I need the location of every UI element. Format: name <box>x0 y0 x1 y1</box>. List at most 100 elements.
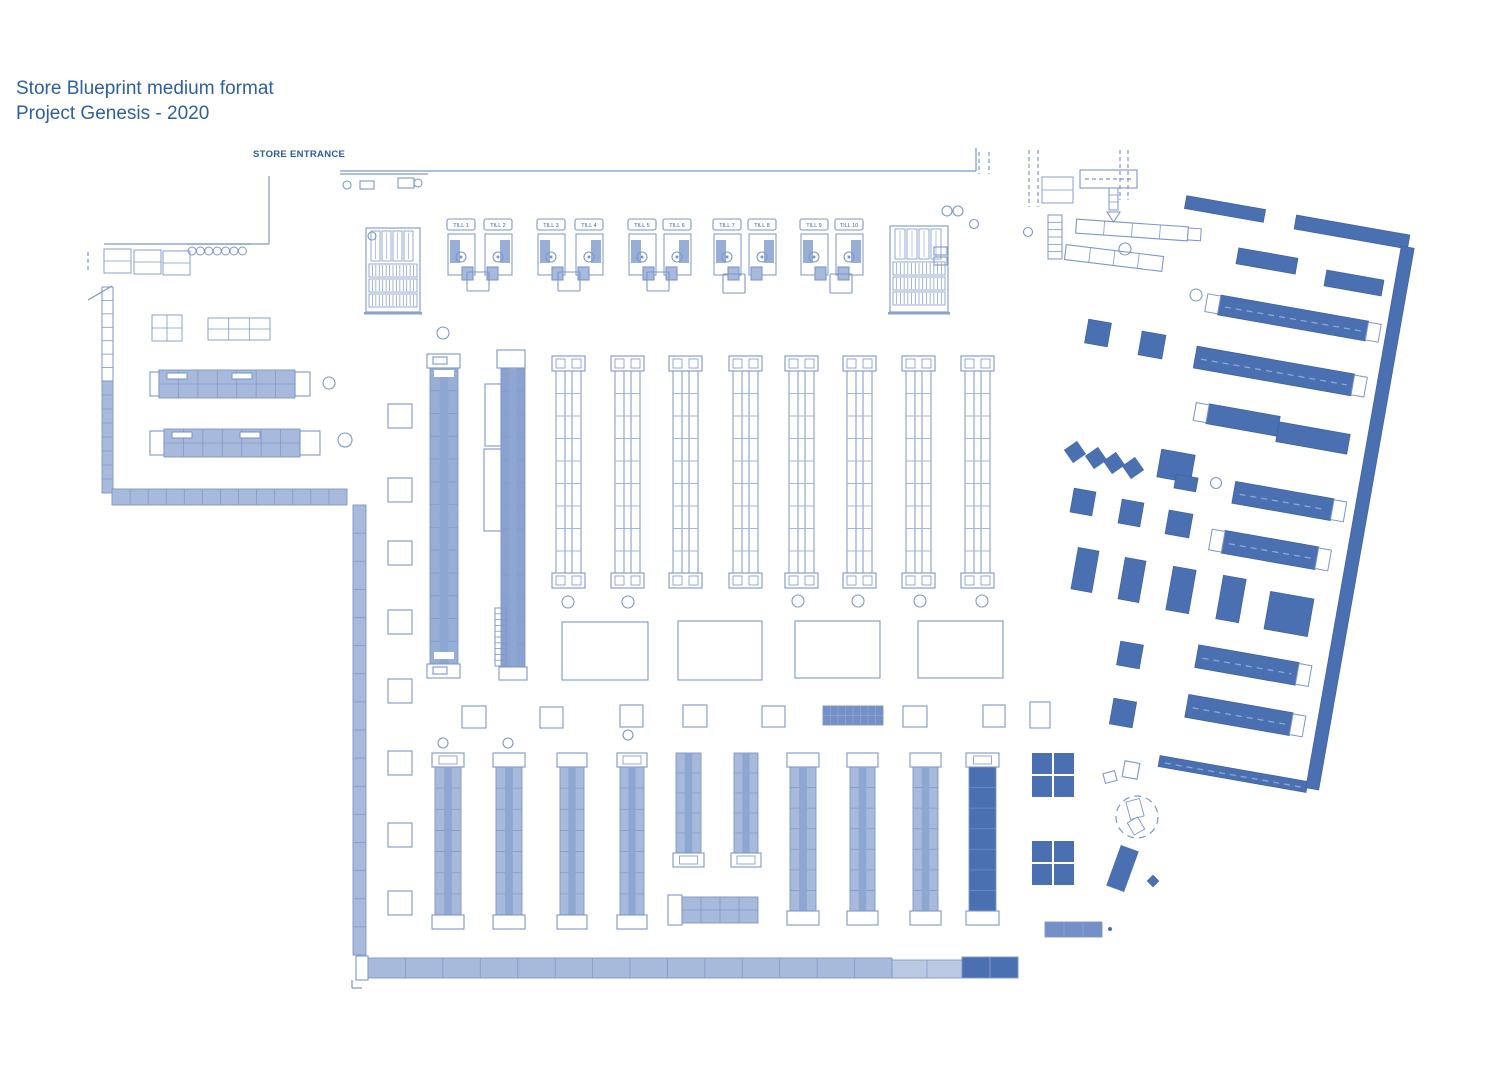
floor-marker <box>621 595 635 609</box>
service-box <box>162 250 191 276</box>
checkout-till: TILL 2 <box>483 218 513 281</box>
aisle-chip <box>434 370 454 377</box>
display-table <box>151 314 183 342</box>
display-table <box>207 317 271 341</box>
diagonal-mark <box>87 285 113 301</box>
shelf-endcap <box>667 894 683 926</box>
floor-marker <box>437 737 449 749</box>
endcap-chip <box>432 356 448 365</box>
checkout-till: TILL 6 <box>662 218 692 281</box>
bagging-table <box>557 271 581 292</box>
grocery-aisle <box>431 752 465 930</box>
store-entrance-label: STORE ENTRANCE <box>253 149 346 160</box>
svg-text:TILL 9: TILL 9 <box>806 223 821 229</box>
long-shelf <box>1184 694 1307 738</box>
floor-marker <box>1189 288 1203 302</box>
floor-marker <box>561 595 575 609</box>
pallet-display <box>1032 753 1074 797</box>
shelf-chip <box>171 431 193 439</box>
svg-text:TILL 5: TILL 5 <box>634 223 649 229</box>
svg-text:TILL 4: TILL 4 <box>581 223 596 229</box>
shelf-block <box>1293 214 1411 250</box>
unit-side-box <box>933 246 948 256</box>
striped-bay <box>494 607 507 667</box>
floor-marker <box>1209 476 1223 490</box>
shelf-block <box>1117 498 1145 528</box>
checkout-till: TILL 7 <box>712 218 742 281</box>
spiral-feature <box>1115 795 1159 839</box>
floor-marker <box>322 376 336 390</box>
shelf-endcap <box>1121 760 1141 780</box>
checkout-till: TILL 4 <box>574 218 604 281</box>
shelf-block <box>1070 547 1100 593</box>
wall-shelf-run-vertical <box>352 504 367 956</box>
aisle-endcap <box>496 349 526 369</box>
bagging-table <box>466 271 490 292</box>
floor-dot <box>1108 927 1112 931</box>
svg-text:TILL 8: TILL 8 <box>754 223 769 229</box>
promo-square <box>539 706 564 729</box>
aisle-endcap <box>426 353 461 369</box>
grocery-aisle <box>492 752 526 930</box>
promo-square <box>1029 701 1051 729</box>
produce-aisle <box>500 367 526 668</box>
shelf-chip <box>166 372 188 380</box>
shelf-block <box>1323 269 1385 297</box>
long-shelf <box>1157 755 1309 793</box>
rack-aisle <box>784 355 819 589</box>
checkout-till: TILL 1 <box>446 218 476 281</box>
shelf-endcap <box>149 430 165 456</box>
page-subtitle: Project Genesis - 2020 <box>16 103 210 124</box>
aisle-endcap <box>498 666 528 681</box>
shelf-endcap <box>299 430 321 456</box>
checkout-till: TILL 9 <box>799 218 829 281</box>
scalloped-rail <box>187 243 251 256</box>
shelf-block <box>1173 473 1199 493</box>
shelf-block <box>1116 640 1144 670</box>
shelf-endcap <box>294 371 311 397</box>
grocery-aisle <box>846 752 879 926</box>
shelf-block <box>1084 318 1112 348</box>
pillar-square <box>387 678 413 704</box>
floor-marker <box>941 205 953 217</box>
rack-aisle <box>728 355 763 589</box>
long-shelf <box>1192 345 1368 398</box>
unit-marker <box>367 231 377 241</box>
small-shelf <box>1044 921 1103 938</box>
pillar-square <box>387 477 413 503</box>
floor-marker <box>952 205 964 217</box>
shelf-block <box>1164 509 1194 539</box>
promo-bin <box>1121 456 1145 480</box>
checkout-till: TILL 3 <box>536 218 566 281</box>
endcap-chip <box>432 666 448 675</box>
aisle-chip <box>434 652 454 659</box>
rack-aisle <box>610 355 645 589</box>
locker-strip <box>1047 214 1063 260</box>
shelf-block <box>1156 448 1196 484</box>
cart-icon <box>342 180 352 190</box>
shelf-chip <box>239 431 261 439</box>
pillar-square <box>387 609 413 635</box>
floor-marker <box>851 594 865 608</box>
bagging-table <box>646 271 670 292</box>
basket-icon <box>359 180 375 190</box>
svg-text:TILL 10: TILL 10 <box>840 223 858 229</box>
promo-square <box>761 705 786 728</box>
floor-marker <box>622 729 634 741</box>
floor-marker <box>975 594 989 608</box>
shelf-block <box>1165 565 1197 615</box>
pillar-square <box>387 403 413 429</box>
promo-bin <box>1084 446 1108 470</box>
checkout-till: TILL 8 <box>747 218 777 281</box>
floor-marker <box>913 594 927 608</box>
bagging-table <box>829 273 853 294</box>
shelf-block <box>1184 195 1266 223</box>
promo-square <box>619 704 644 728</box>
grocery-aisle <box>616 752 648 930</box>
floor-marker <box>1022 226 1034 238</box>
promo-square <box>902 705 928 728</box>
produce-aisle <box>429 367 459 665</box>
side-fixture <box>484 383 502 447</box>
gondola-shelf <box>681 896 759 924</box>
